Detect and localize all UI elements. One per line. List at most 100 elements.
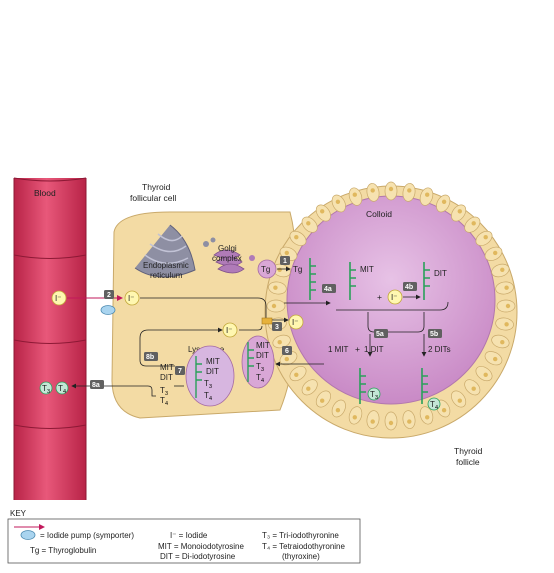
follicle-cell-nucleus (320, 398, 325, 403)
follicle-cell-nucleus (352, 192, 357, 197)
one-dit-label: 1 DIT (364, 345, 384, 354)
follicle-cell-nucleus (407, 419, 412, 424)
follicle-cell-nucleus (306, 221, 311, 226)
svg-text:T: T (204, 391, 209, 400)
follicle-cell-nucleus (320, 209, 325, 214)
thyroid-follicle-label: Thyroid (454, 446, 483, 456)
tg-mit-strand (309, 258, 316, 300)
svg-text:8a: 8a (92, 382, 100, 389)
svg-text:I⁻: I⁻ (55, 294, 61, 303)
mit-label-top: MIT (360, 265, 374, 274)
svg-text:7: 7 (178, 368, 182, 375)
svg-text:T: T (430, 400, 435, 409)
step-badge-4a: 4a (322, 284, 336, 293)
plus-sign-mid: + (355, 344, 360, 354)
thyroid-follicle-label-2: follicle (456, 457, 480, 467)
svg-text:4: 4 (165, 401, 168, 407)
svg-text:I⁻: I⁻ (292, 318, 298, 327)
iodide-colloid: I⁻ (288, 314, 304, 330)
svg-text:T: T (204, 379, 209, 388)
key-pump-icon (20, 530, 36, 540)
key-pump-text: = Iodide pump (symporter) (40, 531, 134, 540)
t4-strand-colloid: T 4 (421, 368, 441, 411)
tg-dit-strand: DIT (423, 262, 447, 300)
iodide-cell: I⁻ (124, 290, 140, 306)
svg-text:3: 3 (375, 395, 378, 401)
svg-text:T: T (256, 373, 261, 382)
svg-text:T: T (42, 384, 47, 393)
follicle-cell-nucleus (388, 186, 394, 192)
colloid-label: Colloid (366, 209, 392, 219)
svg-text:MIT: MIT (256, 341, 270, 350)
follicle-cell-nucleus (294, 372, 299, 377)
svg-text:8b: 8b (146, 354, 154, 361)
follicle-cell-nucleus (425, 192, 430, 197)
follicle-cell-nucleus (457, 209, 462, 214)
follicle-cell-nucleus (352, 415, 357, 420)
step-badges: 1 2 3 4a 4b 5a 5b 6 7 8a 8b (90, 256, 442, 389)
tg-mit-strand-2: MIT (349, 262, 374, 300)
follicle-cell-nucleus (407, 188, 412, 193)
svg-text:DIT: DIT (206, 367, 219, 376)
thyroid-cell-label-2: follicular cell (130, 193, 176, 203)
follicle-cell-nucleus (493, 250, 498, 256)
follicle-cell-nucleus (273, 285, 278, 290)
follicle-cell-nucleus (370, 419, 375, 424)
step-badge-8b: 8b (144, 352, 158, 361)
follicle-cell-nucleus (471, 386, 476, 391)
key-dit-text: DIT = Di-iodotyrosine (160, 552, 236, 561)
svg-text:3: 3 (209, 384, 212, 390)
follicle-cell-nucleus (335, 199, 341, 204)
mit-label-recycle: MIT (160, 363, 174, 372)
svg-text:4a: 4a (324, 286, 332, 293)
follicle-cell-nucleus (284, 250, 289, 256)
follicle-cell-nucleus (335, 408, 341, 413)
step-badge-7: 7 (175, 366, 185, 375)
key-box (7, 518, 361, 564)
follicle-cell-nucleus (425, 415, 430, 420)
follicle-cell-nucleus (505, 303, 511, 309)
follicle-cell-nucleus (483, 235, 488, 240)
follicle-cell-nucleus (284, 356, 289, 362)
svg-text:2: 2 (107, 292, 111, 299)
step-badge-8a: 8a (90, 380, 104, 389)
endocytic-vesicle: MIT DIT T 3 T 4 (241, 335, 275, 389)
tg-target-label: Tg (293, 265, 302, 274)
t4-release-label: T (160, 396, 165, 405)
follicle-cell-nucleus (483, 372, 488, 377)
tg-label: Tg (261, 265, 270, 274)
svg-text:T: T (256, 362, 261, 371)
follicle-cell-nucleus (441, 408, 447, 413)
svg-text:3: 3 (275, 324, 279, 331)
follicle-cell-nucleus (370, 188, 375, 193)
thyroid-cell-label: Thyroid (142, 182, 171, 192)
t3-release-label: T (160, 386, 165, 395)
svg-text:3: 3 (47, 389, 50, 395)
svg-text:5b: 5b (430, 331, 438, 338)
key-title: KEY (10, 509, 27, 518)
blood-label: Blood (34, 188, 56, 198)
step-badge-3: 3 (272, 322, 282, 331)
blood-vessel (13, 177, 87, 500)
svg-text:3: 3 (165, 391, 168, 397)
follicle-cell-nucleus (294, 235, 299, 240)
one-mit-label: 1 MIT (328, 345, 349, 354)
key-iodide-text: I⁻ = Iodide (170, 531, 208, 540)
svg-text:T: T (58, 384, 63, 393)
pendrin-channel (261, 317, 273, 325)
endoplasmic-reticulum (134, 224, 196, 278)
golgi-complex (203, 237, 255, 274)
follicle-cell-nucleus (457, 398, 462, 403)
follicle-cell-nucleus (306, 386, 311, 391)
svg-text:4: 4 (261, 378, 264, 384)
key-mit-text: MIT = Monoiodotyrosine (158, 542, 244, 551)
step-badge-2: 2 (104, 290, 114, 299)
follicle-cell-nucleus (441, 199, 447, 204)
key-tg-text: Tg = Thyroglobulin (30, 546, 96, 555)
svg-text:DIT: DIT (256, 351, 269, 360)
key-t4-text: T₄ = Tetraiodothyronine (262, 542, 345, 551)
plus-sign-top: + (377, 292, 382, 302)
follicle-cell-nucleus (271, 303, 277, 309)
svg-text:4: 4 (435, 405, 438, 411)
